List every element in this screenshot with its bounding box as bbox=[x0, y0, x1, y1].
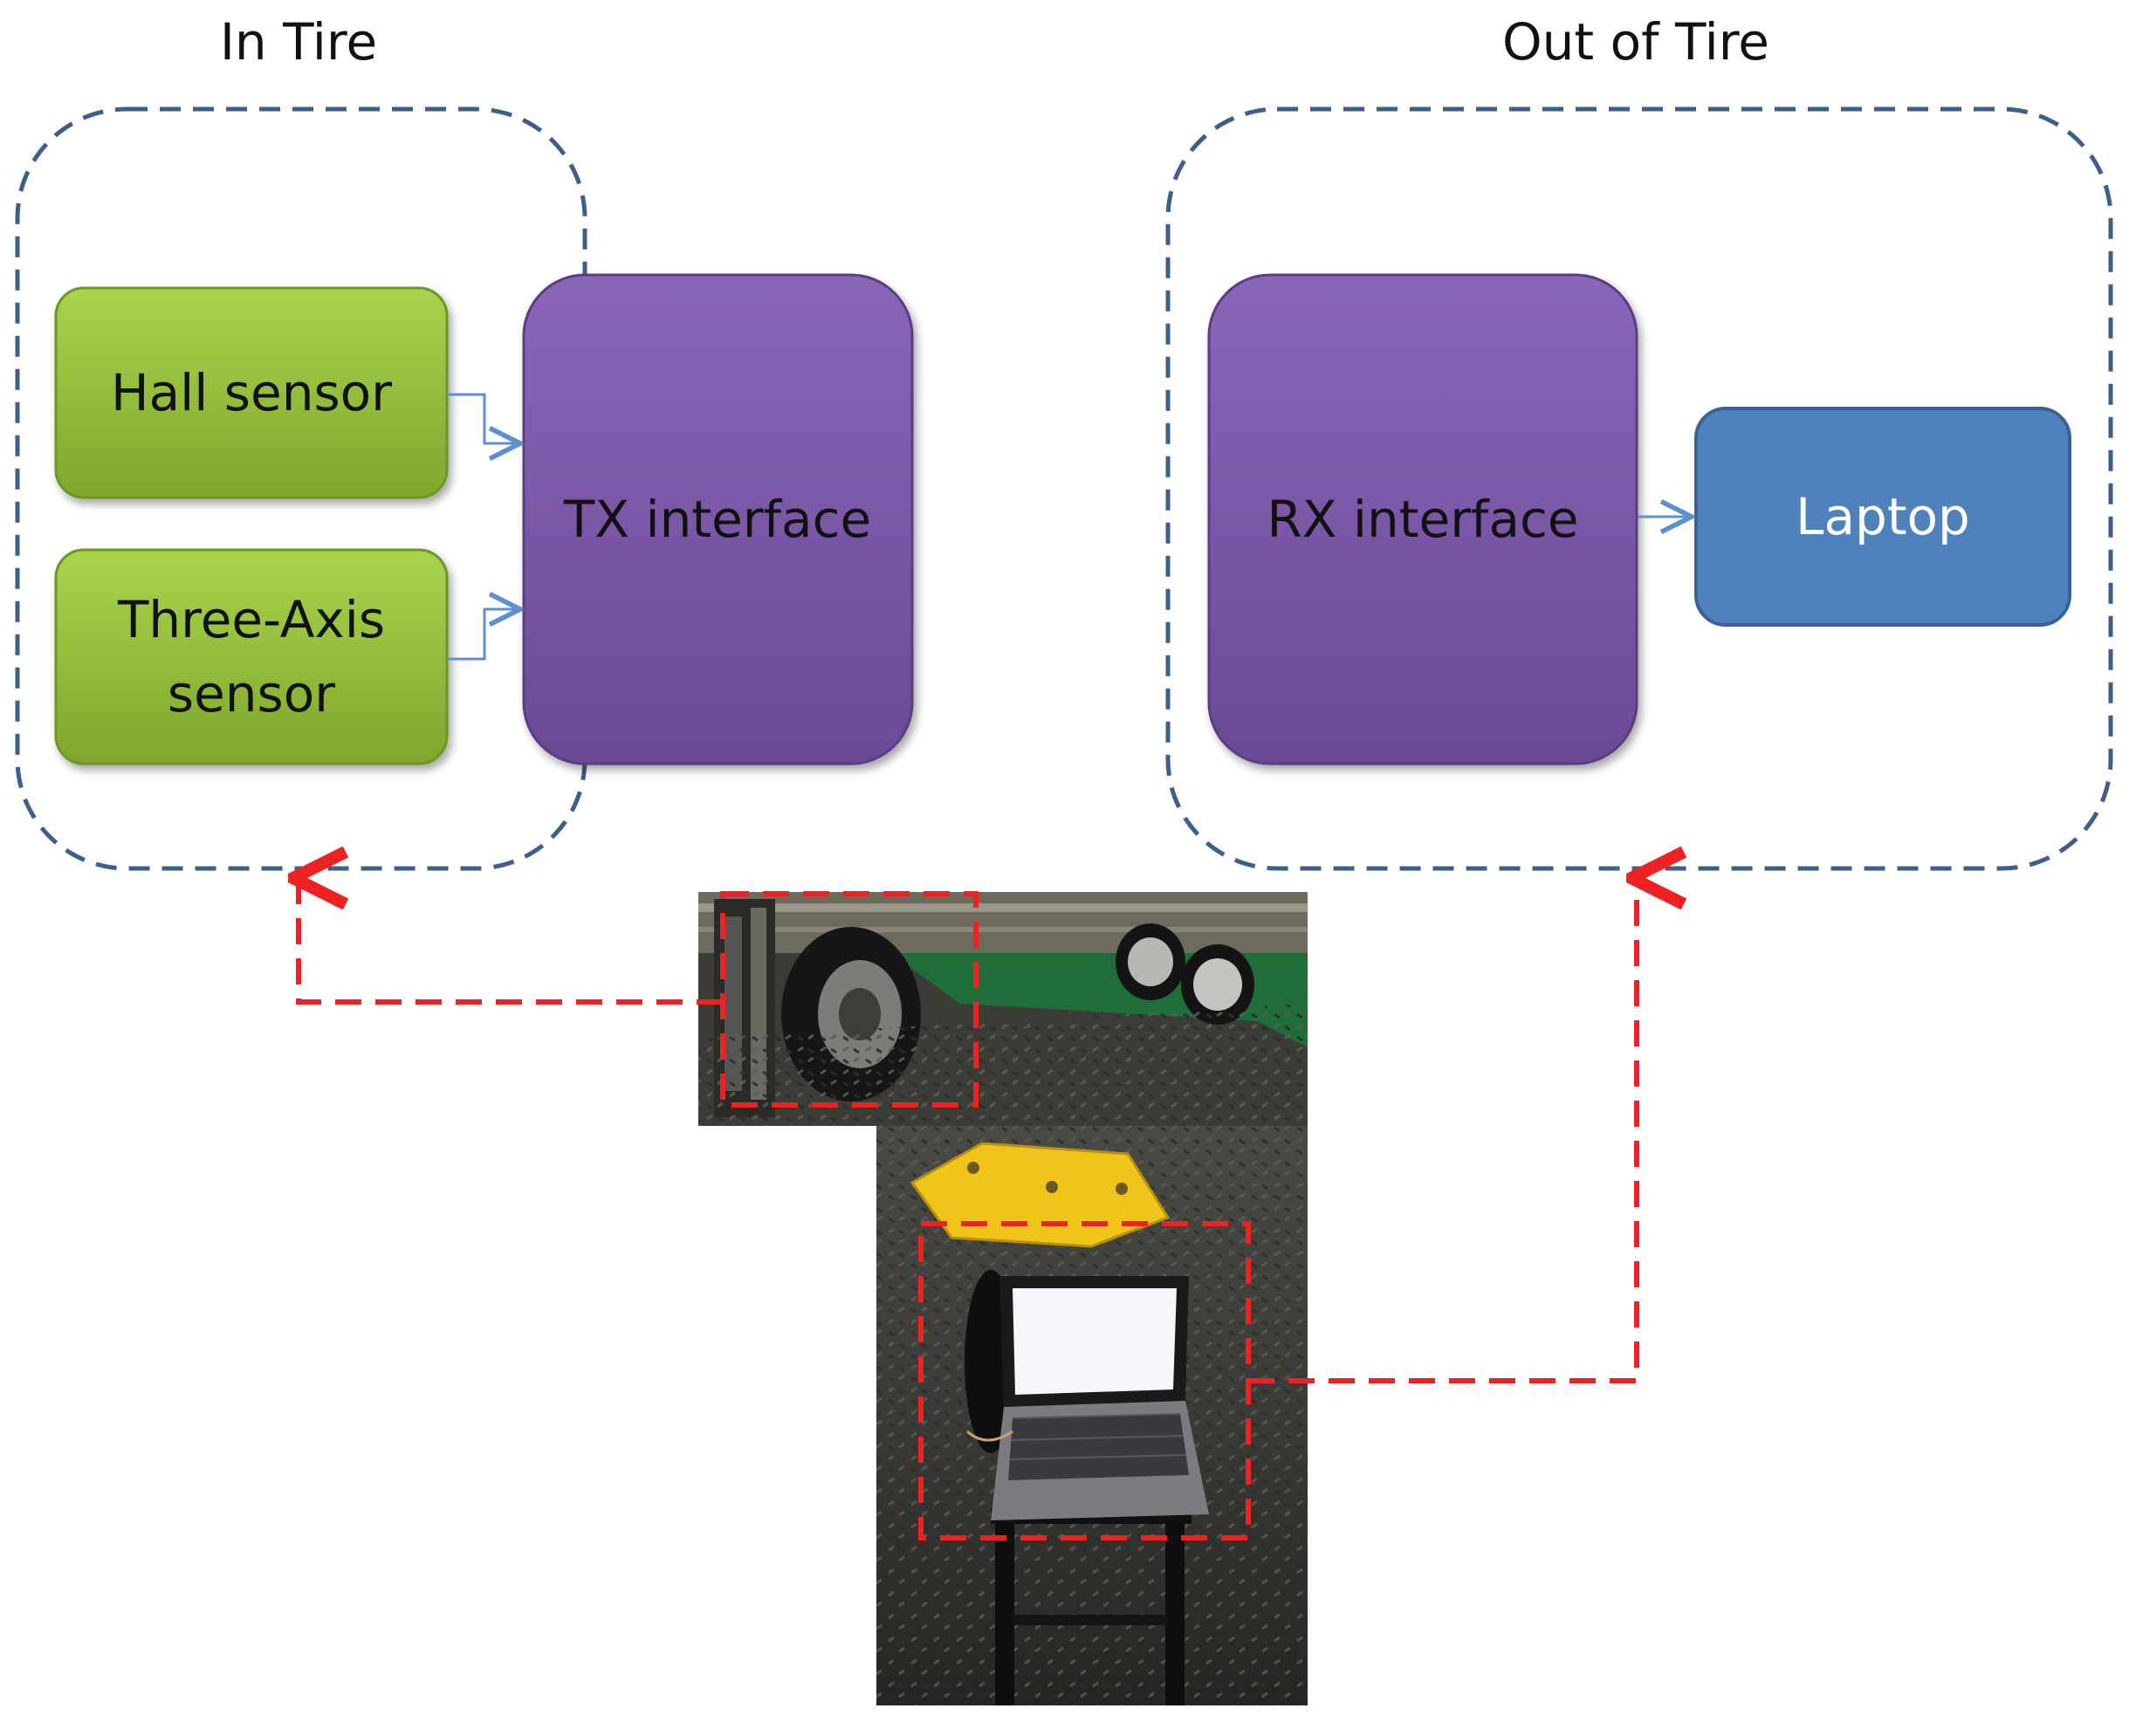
tire-on-test-rig-photo bbox=[698, 892, 1308, 1126]
tx-interface-label: TX interface bbox=[563, 490, 871, 549]
three-axis-sensor-label-line1: Three-Axis bbox=[117, 590, 385, 649]
hall-sensor-block: Hall sensor bbox=[54, 286, 449, 499]
hall-to-tx-arrow bbox=[447, 393, 520, 443]
rx-interface-label: RX interface bbox=[1267, 490, 1578, 549]
three-axis-sensor-block: Three-Axis sensor bbox=[54, 548, 449, 765]
hall-sensor-label: Hall sensor bbox=[111, 363, 392, 422]
three-axis-sensor-label-line2: sensor bbox=[168, 664, 335, 724]
out-of-tire-callout-arrow bbox=[1248, 878, 1637, 1383]
laptop-label: Laptop bbox=[1796, 487, 1970, 546]
laptop-block: Laptop bbox=[1694, 407, 2071, 627]
laptop-receiver-photo bbox=[876, 1126, 1308, 1705]
three-axis-to-tx-arrow bbox=[447, 609, 520, 661]
tx-interface-block: TX interface bbox=[522, 273, 914, 765]
rx-interface-block: RX interface bbox=[1207, 273, 1638, 765]
in-tire-callout-arrow bbox=[299, 878, 723, 1005]
in-tire-title: In Tire bbox=[220, 12, 377, 72]
out-of-tire-title: Out of Tire bbox=[1502, 12, 1769, 72]
